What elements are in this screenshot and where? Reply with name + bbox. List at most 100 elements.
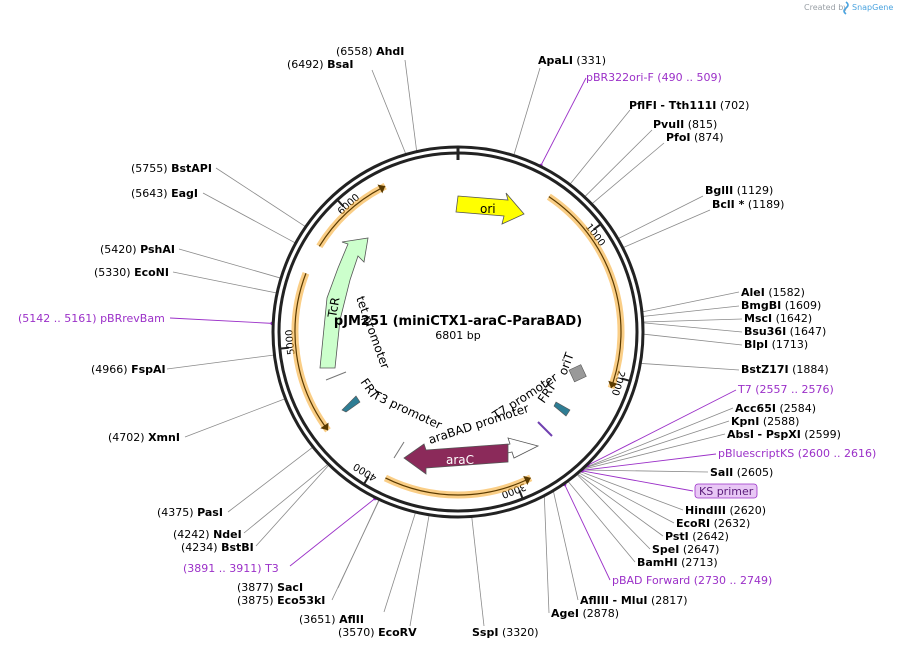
frt-left-arrow	[341, 395, 361, 413]
enzyme-label-bmgbi[interactable]: BmgBI (1609)	[741, 299, 821, 312]
enzyme-label-bsu36i[interactable]: Bsu36I (1647)	[744, 325, 826, 338]
primer-label[interactable]: (5142 .. 5161) pBRrevBam	[18, 312, 165, 325]
leader-ecorv	[409, 515, 430, 627]
primer-leader-pbluescriptks	[582, 453, 717, 471]
orf-arcs	[291, 183, 625, 499]
enzyme-label-absi[interactable]: AbsI - PspXI (2599)	[727, 428, 841, 441]
feature-orit[interactable]: oriT	[556, 350, 587, 383]
enzyme-label-bstapi[interactable]: (5755) BstAPI	[131, 162, 212, 175]
leader-pasi	[227, 447, 313, 513]
leader-pshai	[178, 248, 281, 279]
leader-psti	[577, 473, 664, 537]
ks-primer-badge[interactable]: KS primer	[694, 483, 758, 499]
enzyme-label-apali[interactable]: ApaLI (331)	[538, 54, 606, 67]
plasmid-name: pJM251 (miniCTX1-araC-ParaBAD)	[334, 314, 582, 329]
leader-bamhi	[568, 481, 636, 563]
enzyme-label-bstbi[interactable]: (4234) BstBI	[181, 541, 254, 554]
leader-msci	[643, 318, 743, 323]
snapgene-icon	[843, 1, 849, 15]
enzyme-label-pshai[interactable]: (5420) PshAI	[100, 243, 175, 256]
enzyme-label-agei[interactable]: AgeI (2878)	[551, 607, 619, 620]
primer-label[interactable]: pBR322ori-F (490 .. 509)	[586, 71, 722, 84]
enzyme-label-kpni[interactable]: KpnI (2588)	[731, 415, 799, 428]
ks-primer-box	[694, 483, 758, 499]
enzyme-label-bstz17i[interactable]: BstZ17I (1884)	[741, 363, 829, 376]
enzyme-label-aflii[interactable]: (3651) AflII	[299, 613, 364, 626]
primer-label[interactable]: T7 (2557 .. 2576)	[737, 383, 834, 396]
enzyme-label-bcli[interactable]: BclI * (1189)	[712, 198, 784, 211]
leader-bcli	[623, 209, 711, 248]
leader-hindiii	[580, 471, 684, 511]
arac-label: araC	[446, 453, 474, 467]
leader-econi	[172, 271, 277, 294]
primer-leader-t7	[587, 389, 737, 466]
enzyme-label-afliii[interactable]: AflIII - MluI (2817)	[580, 594, 688, 607]
snapgene-logo[interactable]: SnapGene	[843, 1, 893, 15]
feature-tcr[interactable]: TcR	[319, 237, 369, 369]
tcr-label: TcR	[325, 296, 342, 319]
enzyme-label-ahdi[interactable]: (6558) AhdI	[336, 45, 404, 58]
enzyme-label-blpi[interactable]: BlpI (1713)	[744, 338, 808, 351]
leader-pvuii	[584, 129, 653, 197]
leader-aflii	[383, 512, 416, 613]
orf-arrowhead	[523, 475, 531, 486]
primer-leader-pbadfwd	[564, 484, 611, 581]
enzyme-label-bamhi[interactable]: BamHI (2713)	[637, 556, 718, 569]
feature-ori[interactable]: ori	[455, 192, 525, 225]
enzyme-label-pfoi[interactable]: PfoI (874)	[666, 131, 724, 144]
primer-label[interactable]: pBAD Forward (2730 .. 2749)	[612, 574, 772, 587]
enzyme-pos: (6558)	[336, 45, 373, 58]
enzyme-label-ecorv[interactable]: (3570) EcoRV	[338, 626, 417, 639]
leader-absi	[583, 433, 726, 470]
enzyme-label-ndei[interactable]: (4242) NdeI	[173, 528, 242, 541]
enzyme-label-eco53ki[interactable]: (3875) Eco53kI	[237, 594, 325, 607]
leader-bglii	[618, 195, 704, 239]
leader-apali	[513, 67, 541, 155]
enzyme-label-alei[interactable]: AleI (1582)	[741, 286, 805, 299]
enzyme-label-spei[interactable]: SpeI (2647)	[652, 543, 719, 556]
leader-bmgbi	[643, 305, 740, 317]
primer-label[interactable]: (3891 .. 3911) T3	[183, 562, 279, 575]
enzyme-label-psti[interactable]: PstI (2642)	[665, 530, 729, 543]
enzyme-label-pvuii[interactable]: PvuII (815)	[653, 118, 717, 131]
feature-t7-promoter[interactable]: T7 promoter	[489, 370, 560, 437]
tick-mark	[593, 223, 602, 231]
enzyme-label-fspai[interactable]: (4966) FspAI	[91, 363, 166, 376]
leader-bstbi	[255, 465, 329, 547]
primer-labels: pBR322ori-F (490 .. 509) T7 (2557 .. 257…	[18, 71, 876, 587]
enzyme-label-sspi[interactable]: SspI (3320)	[472, 626, 539, 639]
enzyme-label-ecori[interactable]: EcoRI (2632)	[676, 517, 750, 530]
orf-arc-line	[548, 196, 622, 389]
leader-eagi	[202, 192, 296, 244]
leader-ahdi	[404, 59, 417, 151]
enzyme-label-msci[interactable]: MscI (1642)	[744, 312, 812, 325]
enzyme-label-bglii[interactable]: BglII (1129)	[705, 184, 773, 197]
leader-sali	[582, 469, 709, 473]
enzyme-name: AhdI	[376, 45, 404, 58]
enzyme-label-saci[interactable]: (3877) SacI	[237, 581, 303, 594]
enzyme-label-sali[interactable]: SalI (2605)	[710, 466, 773, 479]
enzyme-label-acc65i[interactable]: Acc65I (2584)	[735, 402, 816, 415]
enzyme-label-bsai[interactable]: (6492) BsaI	[287, 58, 354, 71]
enzyme-label-xmni[interactable]: (4702) XmnI	[108, 431, 180, 444]
leader-acc65i	[585, 407, 734, 468]
leader-bstz17i	[641, 363, 740, 371]
leader-bstapi	[215, 167, 306, 227]
enzyme-label-pasi[interactable]: (4375) PasI	[157, 506, 223, 519]
feature-t3-promoter[interactable]: T3 promoter	[370, 388, 444, 459]
enzyme-label-pflfi[interactable]: PflFI - Tth111I (702)	[629, 99, 749, 112]
leader-afliii	[553, 491, 579, 601]
enzyme-label-eagi[interactable]: (5643) EagI	[131, 187, 198, 200]
primer-leader-ksprimer	[581, 470, 694, 492]
leader-ndei	[243, 464, 328, 534]
leader-bsai	[371, 69, 406, 154]
t3-promoter-label: T3 promoter	[370, 388, 444, 433]
orf-arc-line	[385, 477, 531, 496]
enzyme-label-hindiii[interactable]: HindIII (2620)	[685, 504, 766, 517]
feature-arac[interactable]: araC	[403, 443, 509, 475]
primer-leader-pbr322ori	[540, 77, 587, 166]
orf-arrowhead	[320, 422, 329, 431]
ori-label: ori	[480, 202, 496, 216]
primer-label[interactable]: pBluescriptKS (2600 .. 2616)	[718, 447, 876, 460]
enzyme-label-econi[interactable]: (5330) EcoNI	[94, 266, 169, 279]
